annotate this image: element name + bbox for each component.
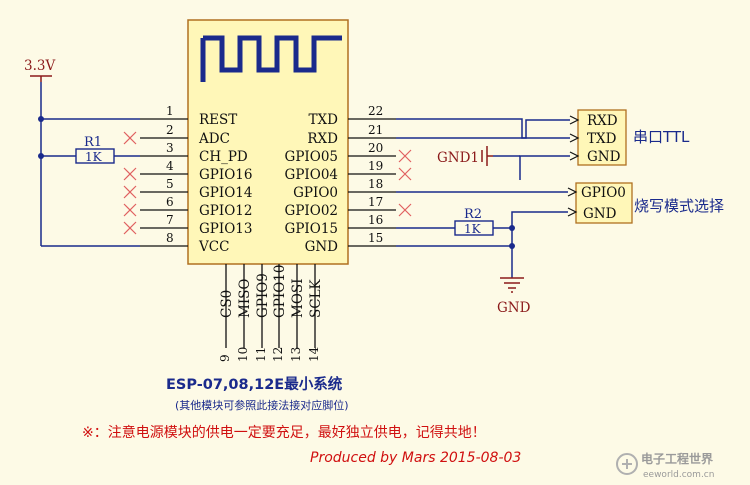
r2-body (454, 220, 494, 236)
pin-num-22: 22 (368, 104, 383, 118)
r1-value: 1K (85, 150, 103, 164)
pin-name-gpio16: GPIO16 (199, 167, 252, 183)
pin-name-gpio0: GPIO0 (293, 185, 338, 201)
gnd1-symbol (481, 146, 493, 166)
pin-num-4: 4 (166, 159, 174, 173)
serial-pin-gnd: GND (587, 149, 621, 165)
pin-name-mosi: MOSI (290, 279, 306, 318)
gnd-label: GND (497, 300, 531, 316)
pin-name-rest: REST (199, 112, 237, 128)
wires (40, 82, 570, 278)
pin-name-gpio02: GPIO02 (285, 203, 338, 219)
pin-num-1: 1 (166, 104, 174, 118)
right-pin-stubs (348, 118, 396, 247)
power-label: 3.3V (24, 58, 55, 74)
diagram-title: ESP-07,08,12E最小系统 (166, 375, 343, 393)
pin-num-8: 8 (166, 231, 174, 245)
esp-module-body (187, 19, 349, 265)
serial-pin-rxd: RXD (587, 113, 618, 129)
pin-name-ch-pd: CH_PD (199, 149, 248, 165)
pin-num-14: 14 (307, 346, 321, 362)
burn-connector-pins (567, 187, 578, 217)
pin-name-gpio9: GPIO9 (255, 273, 271, 318)
serial-connector-body (577, 109, 627, 166)
pin-num-18: 18 (368, 177, 383, 191)
pin-num-13: 13 (289, 347, 303, 362)
pin-name-gpio04: GPIO04 (285, 167, 338, 183)
r1-body (75, 148, 115, 164)
burn-connector-body (575, 182, 633, 224)
diagram-subtitle: (其他模块可参照此接法接对应脚位) (175, 398, 349, 412)
pin-num-2: 2 (166, 123, 174, 137)
pin-name-gpio10: GPIO10 (272, 265, 288, 318)
pin-name-miso: MISO (237, 279, 253, 318)
bottom-pin-stubs (225, 264, 316, 348)
pin-name-gpio12: GPIO12 (199, 203, 252, 219)
pin-name-gpio14: GPIO14 (199, 185, 252, 201)
pin-num-15: 15 (368, 231, 383, 245)
power-symbol (30, 75, 52, 82)
watermark-main: 电子工程世界 (641, 451, 713, 466)
no-connect-markers (123, 131, 412, 235)
pin-num-17: 17 (368, 195, 383, 209)
r1-ref: R1 (84, 135, 102, 150)
pin-name-gpio05: GPIO05 (285, 149, 338, 165)
pin-name-vcc: VCC (198, 239, 229, 255)
pin-num-12: 12 (271, 347, 285, 362)
pin-num-6: 6 (166, 195, 174, 209)
pin-name-gnd: GND (305, 239, 339, 255)
power-note: ※：注意电源模块的供电一定要充足，最好独立供电，记得共地！ (82, 424, 486, 441)
pin-num-9: 9 (218, 354, 232, 362)
pin-num-7: 7 (166, 213, 174, 227)
antenna-trace (200, 35, 342, 82)
pin-num-19: 19 (368, 159, 383, 173)
serial-pin-txd: TXD (587, 131, 617, 147)
pin-num-11: 11 (254, 347, 268, 362)
pin-num-3: 3 (166, 141, 174, 155)
left-pin-stubs (140, 118, 188, 247)
pin-num-10: 10 (236, 347, 250, 362)
burn-pin-gnd: GND (583, 206, 617, 222)
r2-ref: R2 (464, 207, 482, 222)
burn-pin-gpio0: GPIO0 (581, 185, 626, 201)
credit-line: Produced by Mars 2015-08-03 (310, 450, 521, 466)
pin-num-16: 16 (368, 213, 383, 227)
serial-label: 串口TTL (633, 128, 690, 146)
pin-num-21: 21 (368, 123, 383, 137)
serial-connector-pins (569, 115, 580, 161)
gnd-symbol (500, 277, 524, 293)
pin-name-rxd: RXD (307, 131, 338, 147)
pin-name-adc: ADC (198, 131, 230, 147)
gnd1-label: GND1 (437, 150, 479, 166)
r2-value: 1K (464, 222, 482, 236)
burn-label: 烧写模式选择 (634, 197, 724, 215)
pin-name-gpio13: GPIO13 (199, 221, 252, 237)
junction-dots (38, 116, 515, 249)
eeworld-logo-icon (616, 453, 638, 475)
pin-name-gpio15: GPIO15 (285, 221, 338, 237)
pin-name-cs0: CS0 (219, 290, 235, 318)
pin-name-txd: TXD (309, 112, 339, 128)
pin-name-sclk: SCLK (308, 278, 324, 318)
pin-num-5: 5 (166, 177, 174, 191)
pin-num-20: 20 (368, 141, 383, 155)
watermark-url: eeworld.com.cn (643, 470, 714, 480)
